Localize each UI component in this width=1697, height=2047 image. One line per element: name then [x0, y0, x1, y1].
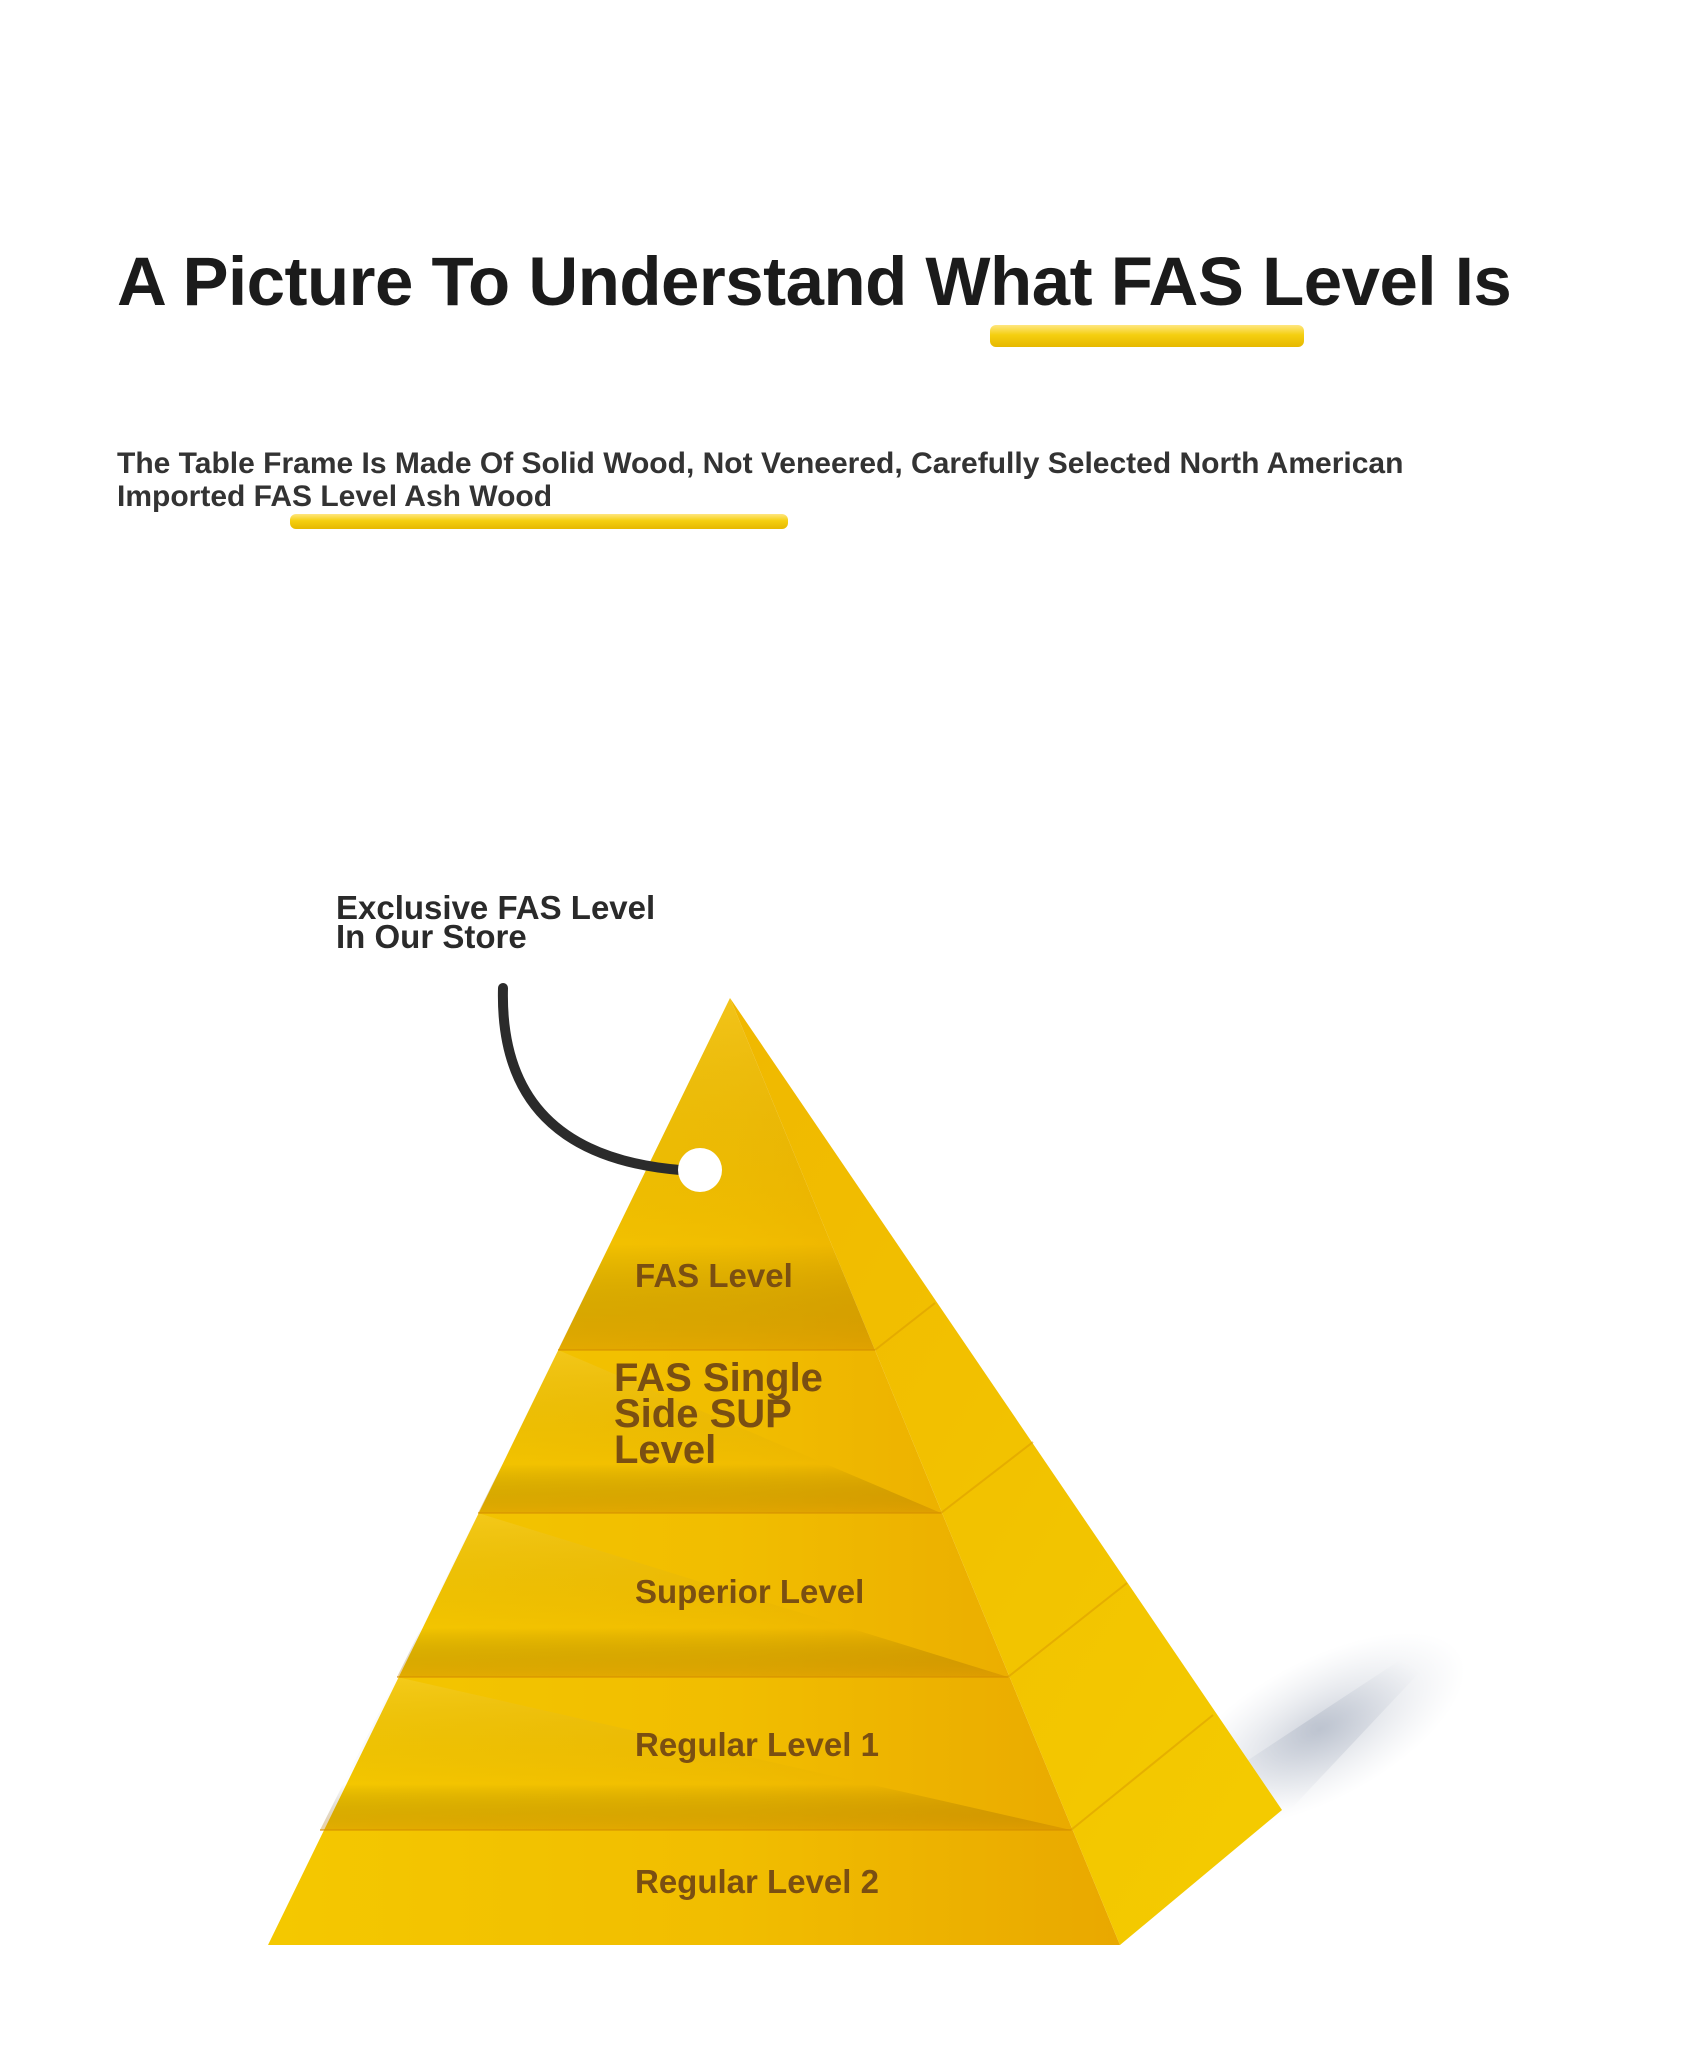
callout-connector-line: [497, 983, 685, 1175]
subtitle-line-1: The Table Frame Is Made Of Solid Wood, N…: [117, 447, 1404, 480]
side-divider-4: [1070, 1714, 1214, 1831]
band-3-shade: [397, 1513, 1008, 1677]
callout-line-2: In Our Store: [336, 918, 527, 955]
band-2-shade: [478, 1350, 941, 1513]
pyramid-level-regular-1: Regular Level 1: [635, 1726, 879, 1763]
page-subtitle: The Table Frame Is Made Of Solid Wood, N…: [117, 447, 1517, 513]
side-divider-1: [874, 1302, 936, 1351]
callout-line-1: Exclusive FAS Level: [336, 889, 656, 926]
pyramid-side-face: [730, 998, 1282, 1945]
pyramid-level-regular-2: Regular Level 2: [635, 1863, 879, 1900]
pyramid-level-superior: Superior Level: [635, 1573, 865, 1610]
side-divider-2: [940, 1441, 1034, 1514]
title-highlight-underline: [990, 325, 1304, 347]
callout-anchor-dot: [678, 1148, 722, 1192]
subtitle-highlight-underline: [290, 514, 788, 529]
callout-label: Exclusive FAS Level In Our Store: [336, 889, 656, 955]
page-title: A Picture To Understand What FAS Level I…: [117, 243, 1512, 320]
subtitle-line-2: Imported FAS Level Ash Wood: [117, 480, 553, 513]
side-divider-3: [1007, 1582, 1128, 1678]
pyramid-level-fas-single-side-sup: FAS Single Side SUP Level: [614, 1356, 823, 1472]
pyramid-level-fas: FAS Level: [635, 1257, 793, 1294]
band-4-shade: [320, 1677, 1071, 1830]
